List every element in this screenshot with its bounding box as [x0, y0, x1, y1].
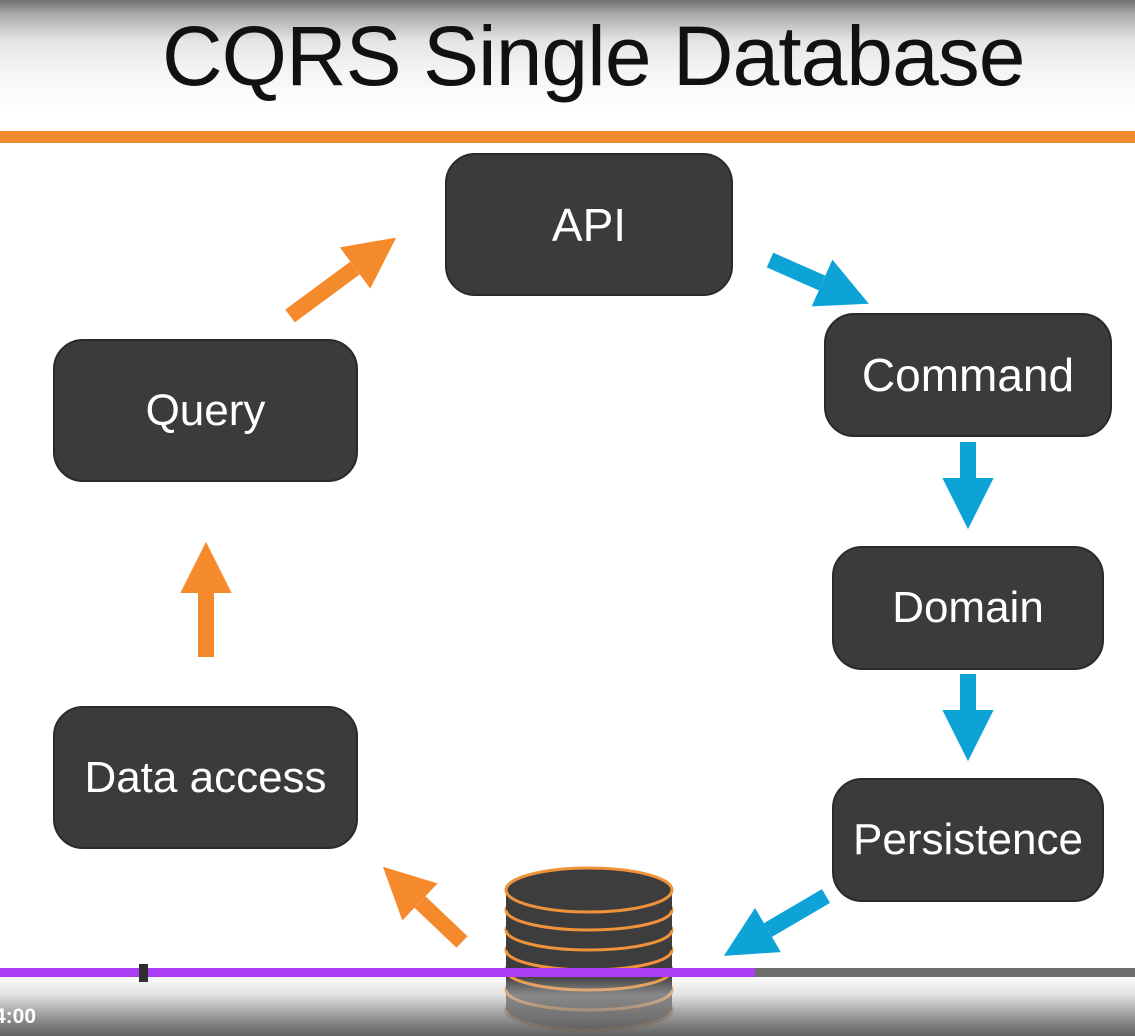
- node-api: API: [445, 153, 733, 296]
- node-domain: Domain: [832, 546, 1104, 670]
- node-persistence: Persistence: [832, 778, 1104, 902]
- title-accent-rule: [0, 131, 1135, 143]
- arrow-database-to-data-access: [382, 866, 468, 948]
- video-player-controls: [0, 975, 1135, 1036]
- node-query-label: Query: [145, 385, 266, 435]
- video-progress-fill: [0, 968, 755, 977]
- node-domain-label: Domain: [892, 583, 1044, 632]
- arrow-persistence-to-database: [723, 889, 831, 956]
- video-scrub-handle[interactable]: [139, 964, 148, 982]
- arrow-query-to-api: [285, 237, 397, 323]
- node-command-label: Command: [861, 349, 1075, 401]
- node-command: Command: [824, 313, 1112, 437]
- node-api-label: API: [551, 198, 627, 251]
- node-data-access: Data access: [53, 706, 358, 849]
- video-progress-bar[interactable]: [0, 968, 1135, 977]
- title-band: [0, 0, 1135, 131]
- node-persistence-label: Persistence: [853, 815, 1083, 864]
- slide-title: CQRS Single Database: [162, 9, 1025, 103]
- node-query: Query: [53, 339, 358, 482]
- node-data-access-label: Data access: [84, 752, 327, 802]
- arrow-api-to-command: [766, 252, 869, 307]
- video-time: 4:00: [0, 1005, 37, 1028]
